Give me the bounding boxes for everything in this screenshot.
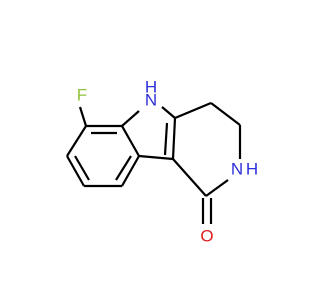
carbonyl-oxygen-label: O	[200, 226, 213, 245]
bond-c5a-n5	[121, 110, 140, 127]
structure-canvas: F H N N H O	[66, 77, 259, 246]
lactam-nitrogen-label: N	[231, 159, 243, 178]
bond-n2-c1	[205, 179, 229, 197]
bond-c9-c9a	[121, 155, 140, 187]
lactam-ring	[172, 101, 242, 224]
molecule-drawing: F H N N H O	[66, 77, 258, 245]
bond-c9-c9a-inner	[115, 155, 132, 181]
bond-c4a-c9b	[171, 117, 177, 160]
bond-c1-c9b	[172, 158, 207, 197]
bond-n5-c4a	[161, 106, 176, 119]
bond-c6-c7	[66, 125, 87, 157]
indole-nitrogen-label: N	[145, 90, 157, 109]
benzene-ring	[66, 124, 140, 188]
indole-nh-hydrogen-label: H	[145, 77, 157, 96]
bond-c7-c8-inner	[74, 155, 90, 181]
bond-c7-c8	[66, 155, 85, 187]
bond-c6-f	[78, 106, 88, 127]
bond-c4a-c4	[174, 101, 212, 120]
bond-c9b-c9a	[138, 154, 174, 161]
lactam-nh-hydrogen-label: H	[246, 159, 258, 178]
bond-c4-c3	[210, 102, 241, 126]
fluorine-label: F	[77, 85, 87, 104]
bond-c4a-c9b-inner	[163, 122, 169, 156]
pyrrole-ring	[121, 106, 177, 161]
bond-c9a-c5a	[121, 125, 140, 157]
